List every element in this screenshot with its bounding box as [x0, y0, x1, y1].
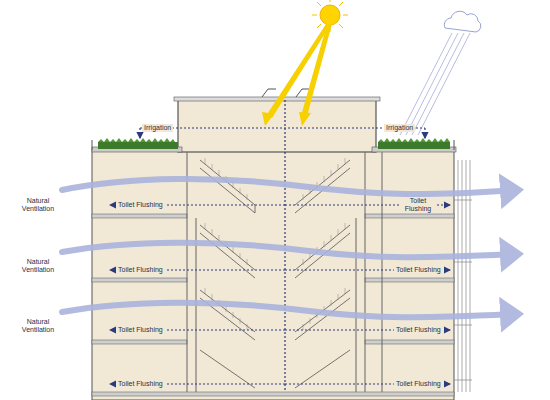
flushing-label: Toilet Flushing [116, 201, 165, 209]
flushing-label: Toilet Flushing [394, 380, 443, 388]
irrigation-label: Irrigation [384, 124, 415, 132]
ventilation-label: Natural Ventilation [15, 318, 61, 334]
flushing-label: Toilet Flushing [116, 266, 165, 274]
irrigation-label: Irrigation [142, 124, 173, 132]
flushing-label: Toilet Flushing [394, 266, 443, 274]
flushing-label: Toilet Flushing [116, 380, 165, 388]
ventilation-label: Natural Ventilation [15, 258, 61, 274]
flushing-label: Toilet Flushing [116, 326, 165, 334]
ventilation-label: Natural Ventilation [15, 197, 61, 213]
flushing-label: Toilet Flushing [394, 326, 443, 334]
flushing-label: Toilet Flushing [401, 197, 435, 213]
